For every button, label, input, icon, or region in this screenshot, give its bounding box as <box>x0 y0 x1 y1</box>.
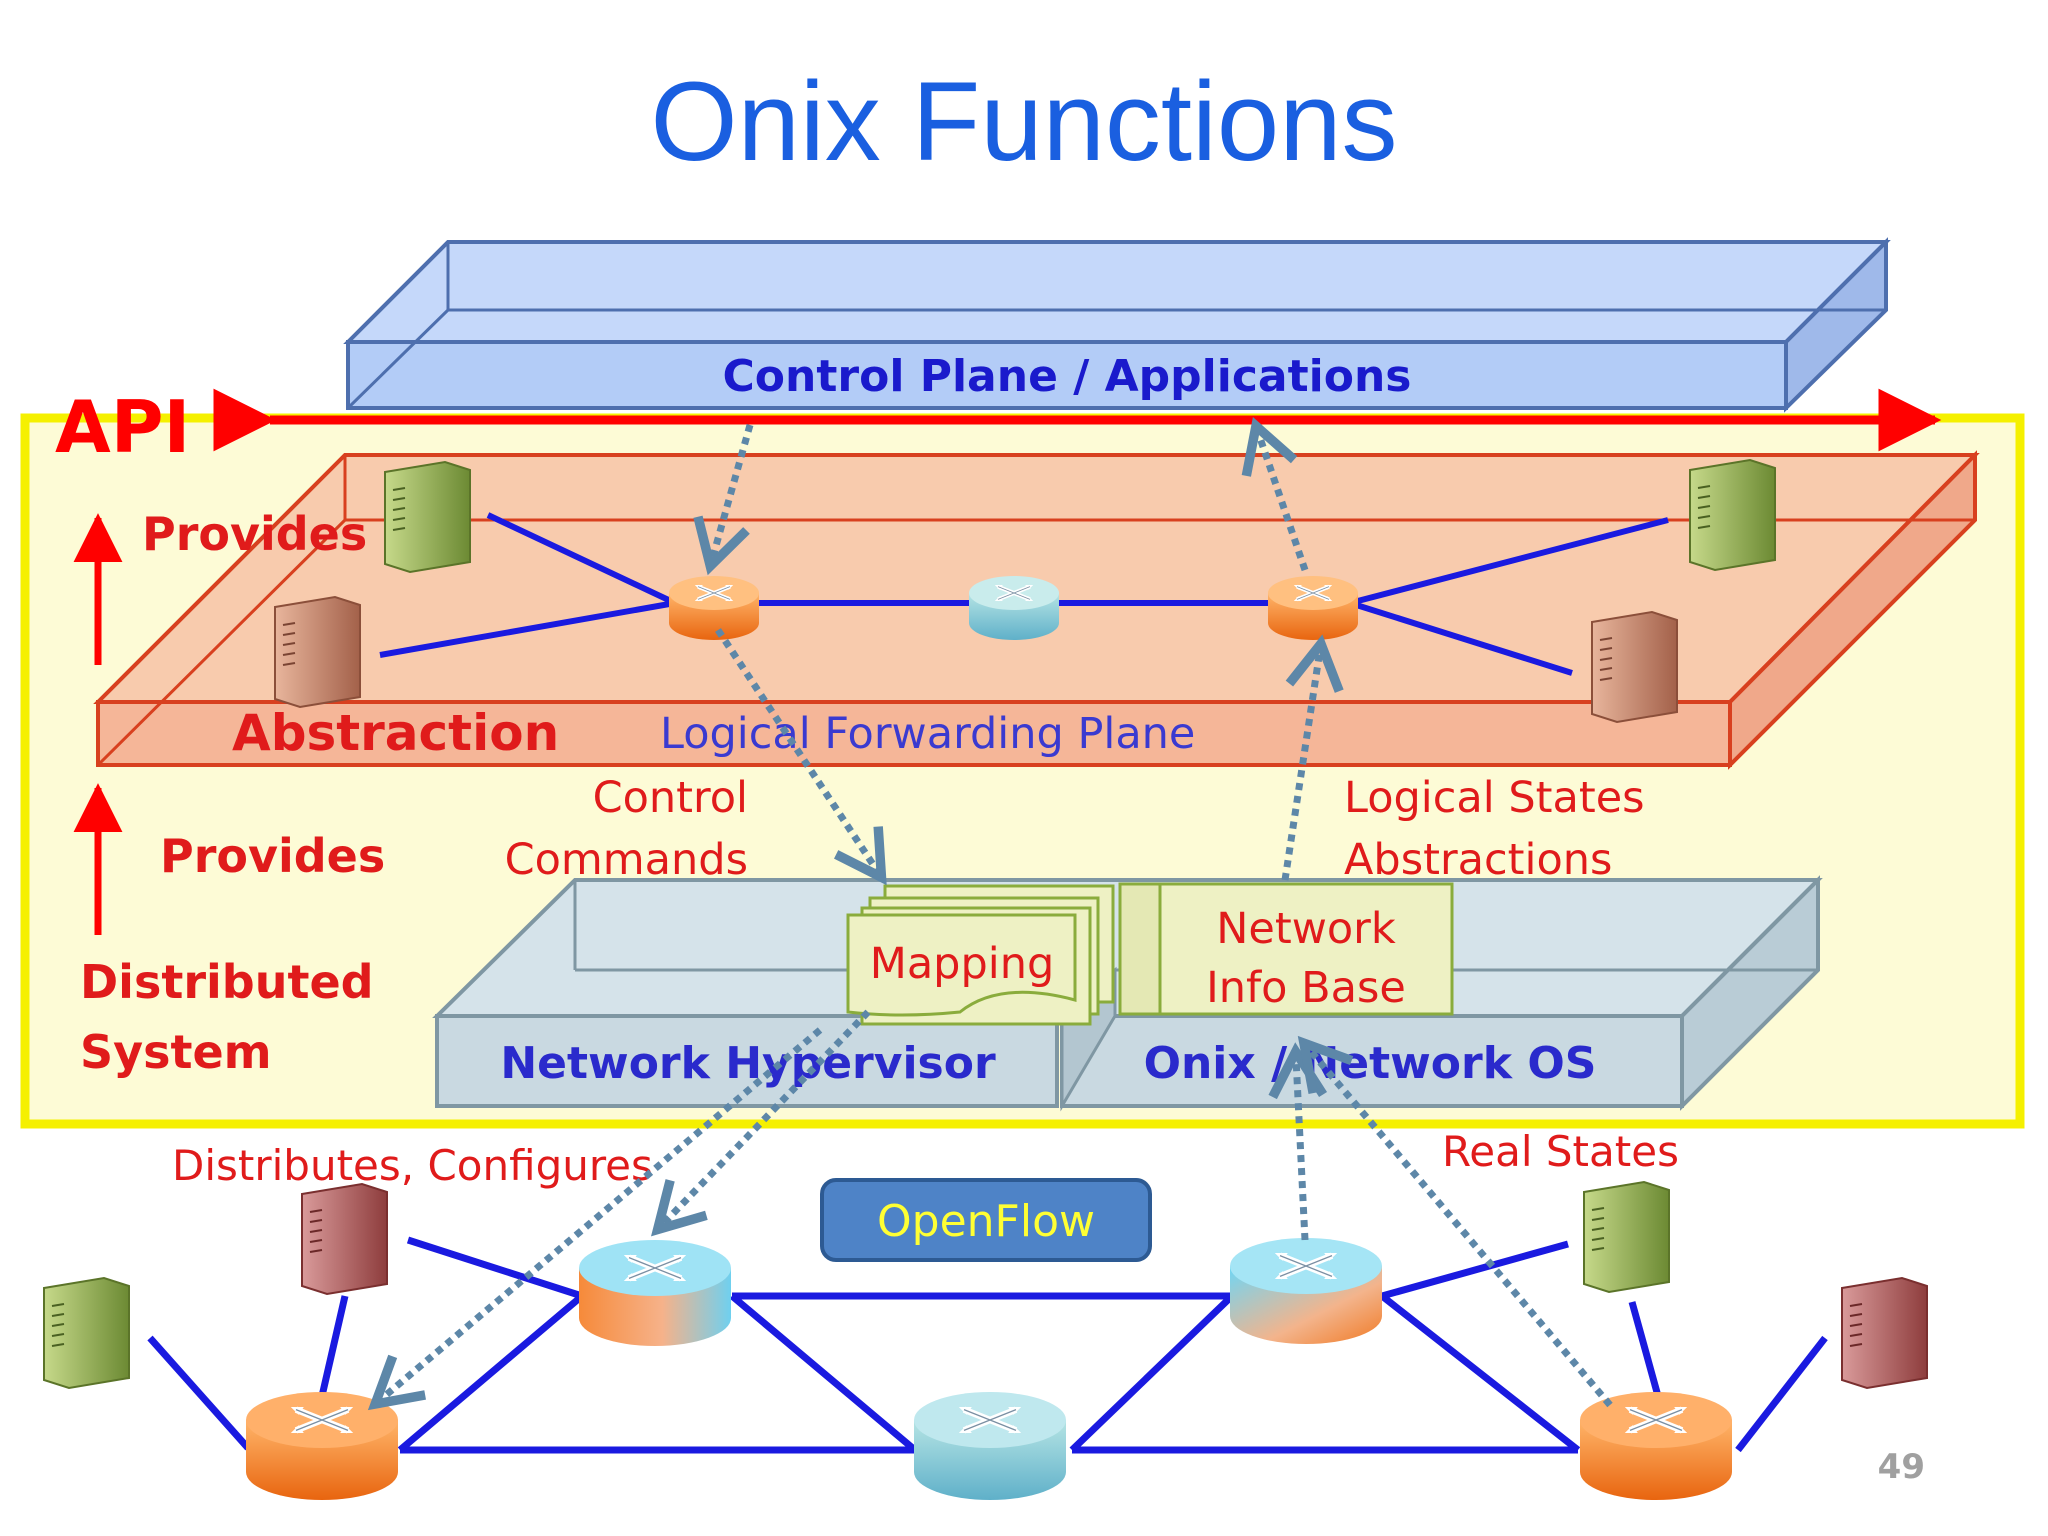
router-icon <box>246 1392 398 1500</box>
control-commands-label-line2: Commands <box>505 835 748 885</box>
dotted-flow-arrows <box>367 417 1613 1411</box>
router-icon <box>914 1392 1066 1500</box>
nib-label-line1: Network <box>1216 904 1396 954</box>
mapping-label: Mapping <box>870 939 1055 989</box>
network-hypervisor-label: Network Hypervisor <box>500 1038 996 1089</box>
server-icon <box>1591 610 1678 724</box>
router-icon <box>969 576 1059 640</box>
server-icon <box>384 460 471 574</box>
abstraction-label: Abstraction <box>232 704 559 762</box>
onix-network-os-label: Onix / Network OS <box>1144 1038 1597 1089</box>
logical-states-label-line1: Logical States <box>1344 773 1645 823</box>
mapping-document <box>846 884 1115 1026</box>
real-states-label: Real States <box>1442 1127 1679 1176</box>
server-icon <box>274 595 361 709</box>
server-icon <box>1583 1180 1670 1294</box>
control-commands-label-line1: Control <box>593 773 748 823</box>
network-os-slab <box>432 875 1823 1112</box>
logical-states-label-line2: Abstractions <box>1344 835 1612 885</box>
distributed-system-label-line2: System <box>80 1025 272 1079</box>
nib-label-line2: Info Base <box>1206 963 1406 1013</box>
server-icon <box>1841 1276 1928 1390</box>
distributes-configures-label: Distributes, Configures <box>172 1141 653 1190</box>
provides-label-bottom: Provides <box>160 829 385 883</box>
page-number: 49 <box>1878 1447 1925 1487</box>
network-info-base-box <box>1118 882 1454 1016</box>
openflow-badge <box>820 1178 1152 1262</box>
openflow-label: OpenFlow <box>877 1196 1095 1247</box>
provides-label-top: Provides <box>142 507 367 561</box>
server-icon <box>1689 458 1776 572</box>
api-label: API <box>55 385 190 469</box>
server-icon <box>43 1276 130 1390</box>
router-icon <box>1580 1392 1732 1500</box>
router-icon <box>669 576 759 640</box>
logical-forwarding-plane-label: Logical Forwarding Plane <box>660 709 1195 759</box>
logical-links <box>379 512 1669 676</box>
router-icon <box>579 1240 731 1346</box>
distributed-system-label-line1: Distributed <box>80 955 374 1009</box>
control-plane-label: Control Plane / Applications <box>723 351 1412 402</box>
slide-title: Onix Functions <box>651 59 1398 184</box>
router-icon <box>1268 576 1358 640</box>
physical-links <box>147 1236 1828 1454</box>
server-icon <box>301 1182 388 1296</box>
router-icon <box>1230 1238 1382 1344</box>
